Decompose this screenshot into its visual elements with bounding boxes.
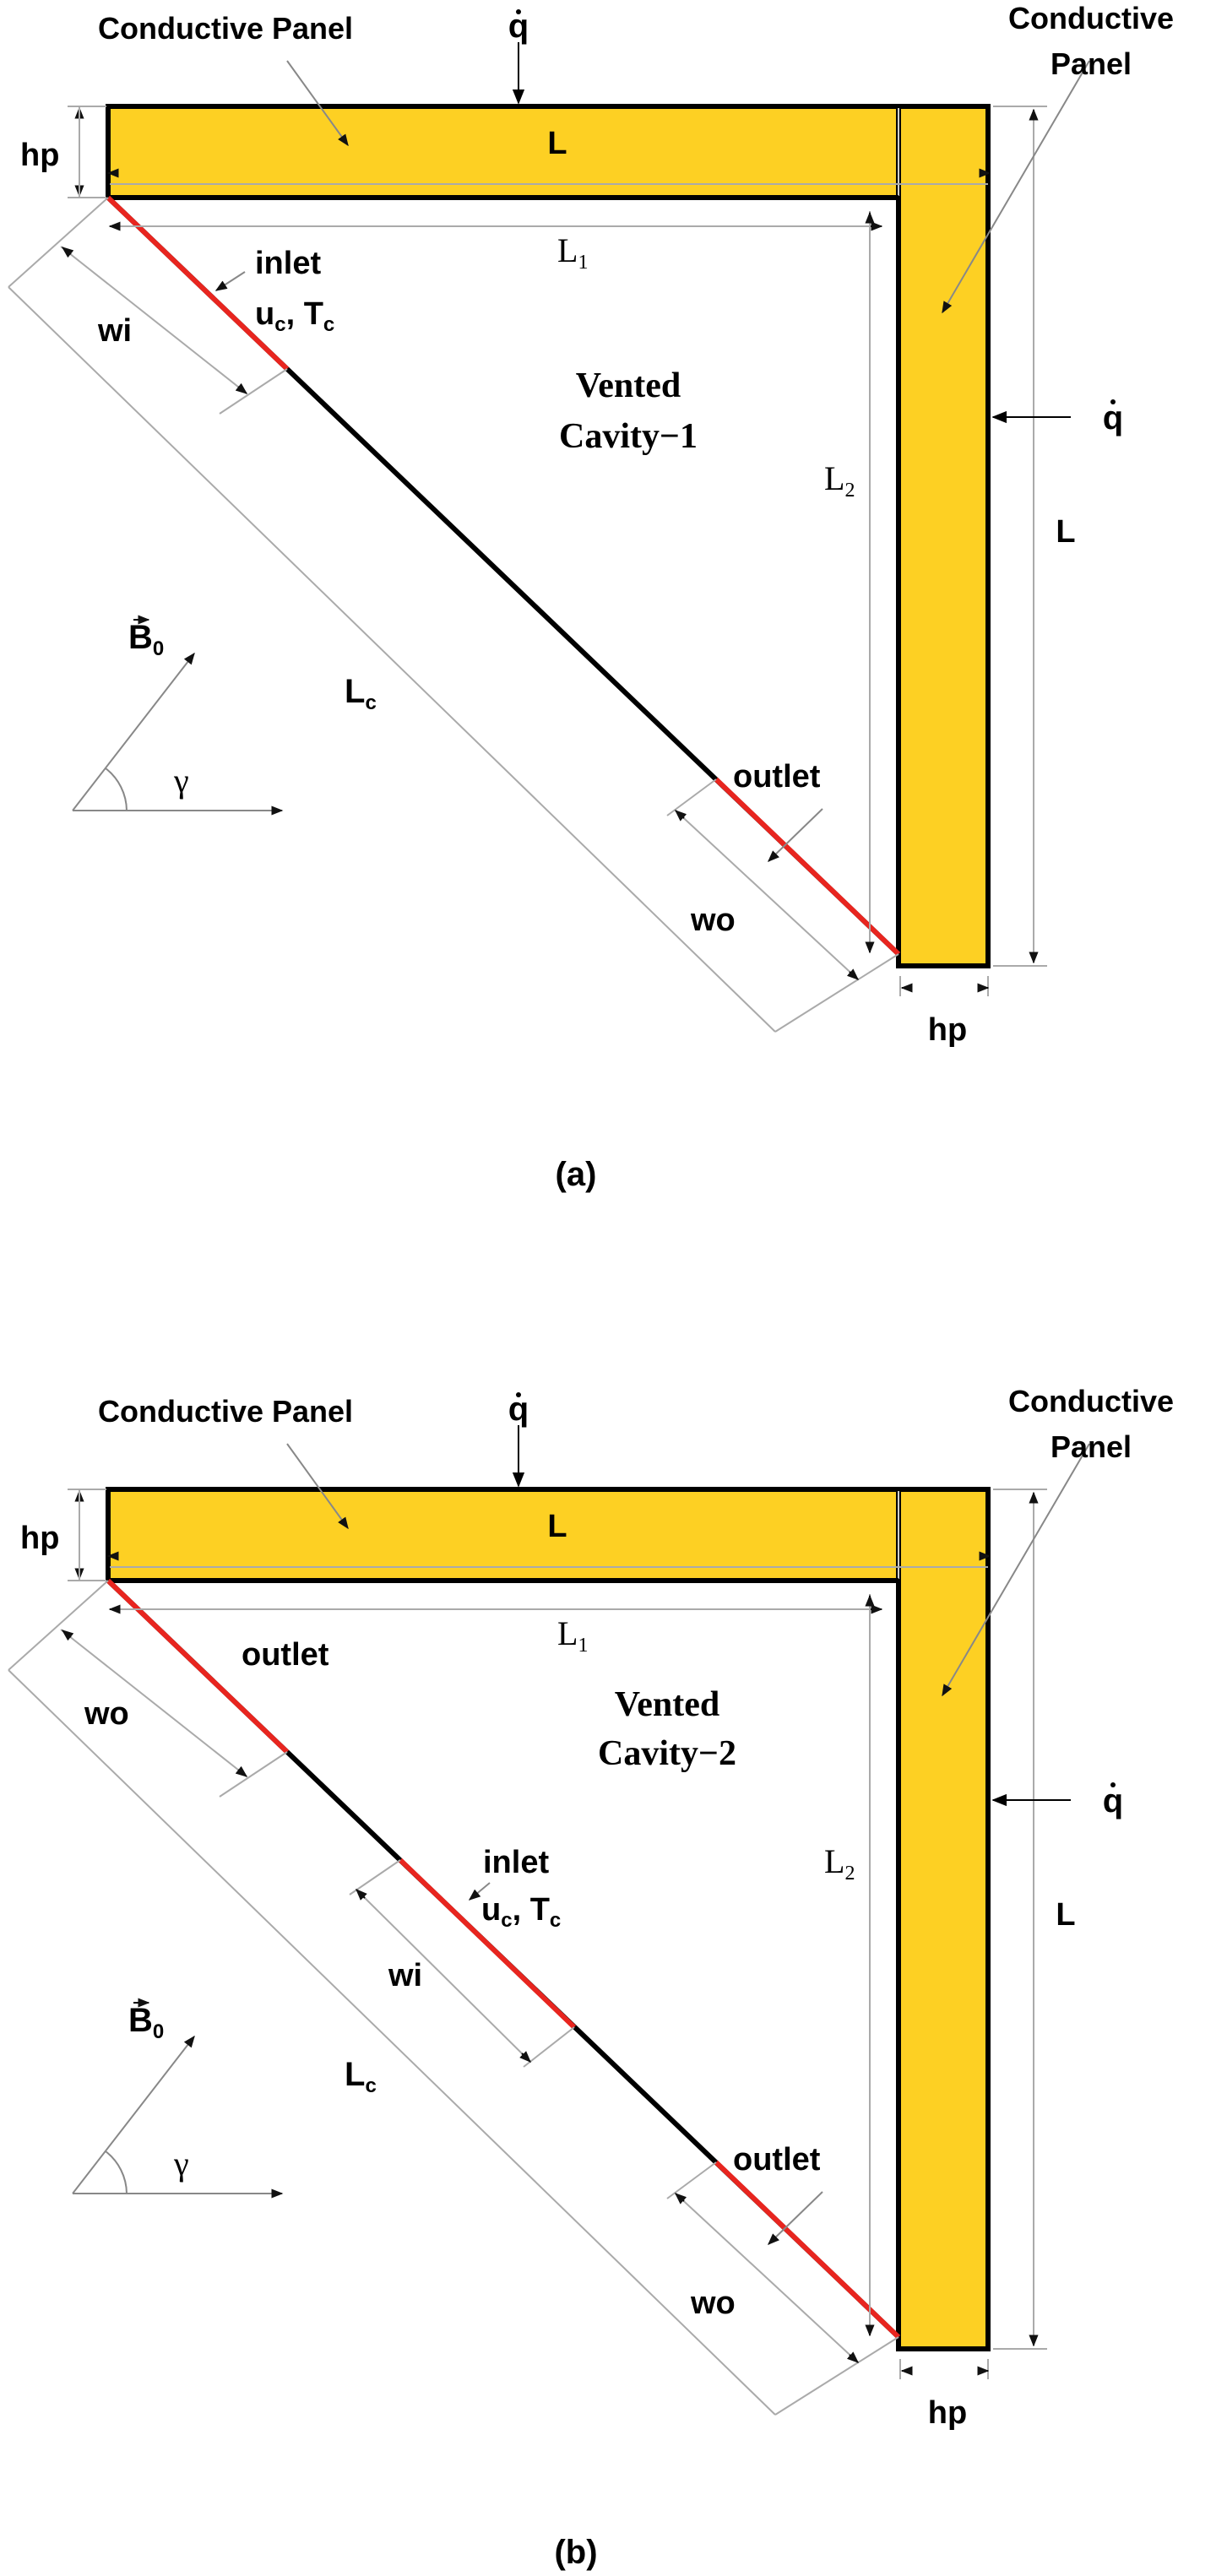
hp-bottom-label: hp: [928, 1012, 967, 1048]
L-right-label: L: [1056, 1897, 1075, 1933]
hp-bottom-label: hp: [928, 2395, 967, 2431]
lower-port-label: outlet: [733, 2142, 821, 2177]
Lc-label: Lc: [345, 2056, 377, 2097]
caption-a: (a): [556, 1156, 597, 1193]
Lc-label: Lc: [345, 673, 377, 714]
panel-right-leader: [942, 60, 1090, 314]
conductive-panel-right-label-1: Conductive: [1008, 1384, 1174, 1418]
inlet-variables-label: uc, Tc: [255, 296, 334, 336]
magnetic-field-arrow: [72, 652, 195, 811]
heat-flux-right-label: q: [1103, 399, 1123, 437]
conductive-panel-right-label-1: Conductive: [1008, 1, 1174, 35]
inlet-port: [106, 195, 290, 371]
conductive-panel-top-label: Conductive Panel: [98, 11, 353, 46]
cavity-label-1: Vented: [615, 1685, 719, 1724]
cavity-label-2: Cavity−2: [598, 1734, 736, 1773]
inlet-variables-label: uc, Tc: [481, 1892, 561, 1932]
middle-port-label: inlet: [483, 1845, 549, 1880]
L2-label: L2: [824, 1842, 855, 1885]
lower-port-label: outlet: [733, 759, 821, 794]
heat-flux-right-label: q: [1103, 1782, 1123, 1819]
L1-label: L1: [557, 1614, 588, 1657]
lower-outlet-port: [714, 2160, 901, 2340]
L-top-label: L: [547, 1509, 567, 1544]
upper-port-width-label: wi: [97, 313, 132, 349]
inlet-port: [398, 1857, 577, 2030]
middle-port-width-label: wi: [388, 1958, 422, 1993]
magnetic-field-label: B0: [128, 619, 164, 660]
upper-port-label: inlet: [255, 246, 321, 281]
right-conductive-panel: [896, 104, 991, 968]
upper-port-label: outlet: [242, 1637, 329, 1673]
figure-a: Conductive Panel Conductive Panel q q hp…: [8, 1, 1174, 1193]
cavity-label-2: Cavity−1: [559, 417, 698, 456]
L2-label: L2: [824, 459, 855, 502]
L-right-label: L: [1056, 514, 1075, 550]
wo-dim: [675, 810, 859, 980]
panel-top-leader: [286, 60, 349, 147]
figure-b: Conductive Panel Conductive Panel q q hp…: [8, 1384, 1174, 2571]
right-conductive-panel: [896, 1487, 991, 2351]
upper-port-width-label: wo: [84, 1696, 129, 1732]
gamma-label: γ: [173, 2145, 189, 2183]
hp-left-label: hp: [20, 138, 59, 173]
conductive-panel-top-label: Conductive Panel: [98, 1394, 353, 1429]
wi-dim: [60, 246, 247, 394]
conductive-panel-right-label-2: Panel: [1051, 46, 1132, 81]
L1-label: L1: [557, 231, 588, 274]
Lc-dim: [8, 286, 776, 1033]
caption-b: (b): [554, 2534, 597, 2571]
conductive-panel-right-label-2: Panel: [1051, 1429, 1132, 1464]
lower-port-width-label: wo: [690, 903, 736, 938]
hp-left-label: hp: [20, 1521, 59, 1556]
gamma-label: γ: [173, 762, 189, 800]
L-top-label: L: [547, 126, 567, 161]
top-conductive-panel: [106, 104, 991, 200]
outlet-port: [714, 777, 901, 957]
magnetic-field-label: B0: [128, 2002, 164, 2043]
lower-port-width-label: wo: [690, 2286, 736, 2321]
cavity-label-1: Vented: [576, 366, 681, 405]
